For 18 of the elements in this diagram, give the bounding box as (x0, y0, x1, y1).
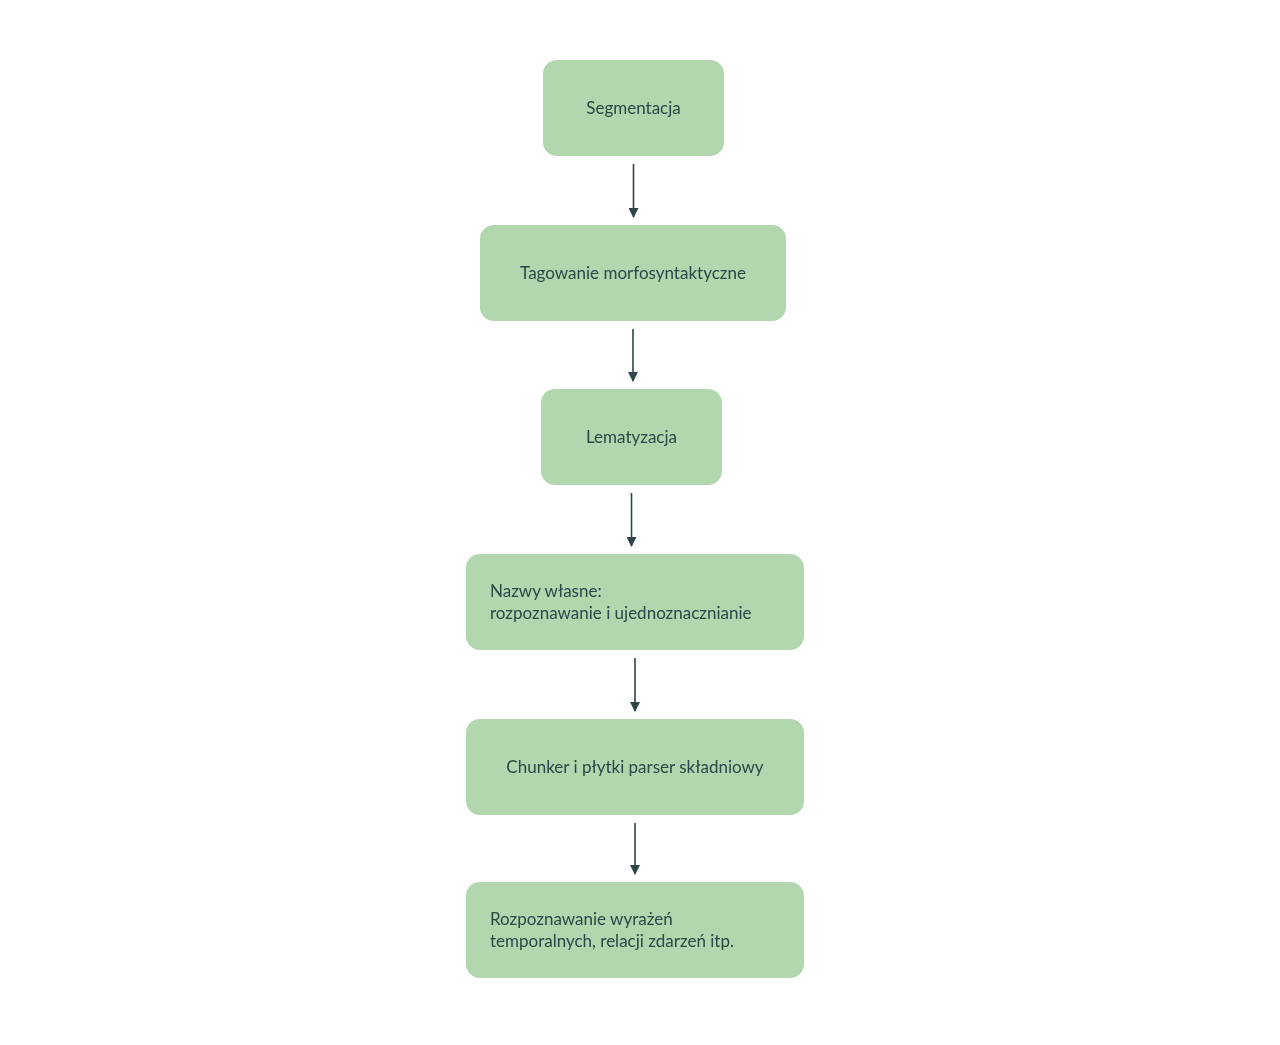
box-label: Segmentacja (586, 97, 681, 119)
arrow (630, 822, 640, 875)
box-label: Nazwy własne: (490, 580, 602, 602)
arrow (626, 492, 637, 547)
arrow (628, 328, 638, 382)
process-box (466, 719, 804, 815)
process-box (541, 389, 722, 485)
box-label: Rozpoznawanie wyrażeń temporalnych, relacji zdarzeń itp. (490, 908, 735, 952)
arrow (630, 657, 640, 712)
box-label: Chunker i płytki parser składniowy (506, 756, 764, 778)
arrow (628, 163, 639, 218)
box-label: Lematyzacja (585, 426, 677, 448)
box-label: Tagowanie morfosyntaktyczne (520, 262, 746, 284)
process-box (480, 225, 786, 321)
process-box (466, 554, 804, 650)
process-box (466, 882, 804, 978)
process-box (543, 60, 724, 156)
box-label: rozpoznawanie i ujednoznacznianie (490, 602, 752, 624)
